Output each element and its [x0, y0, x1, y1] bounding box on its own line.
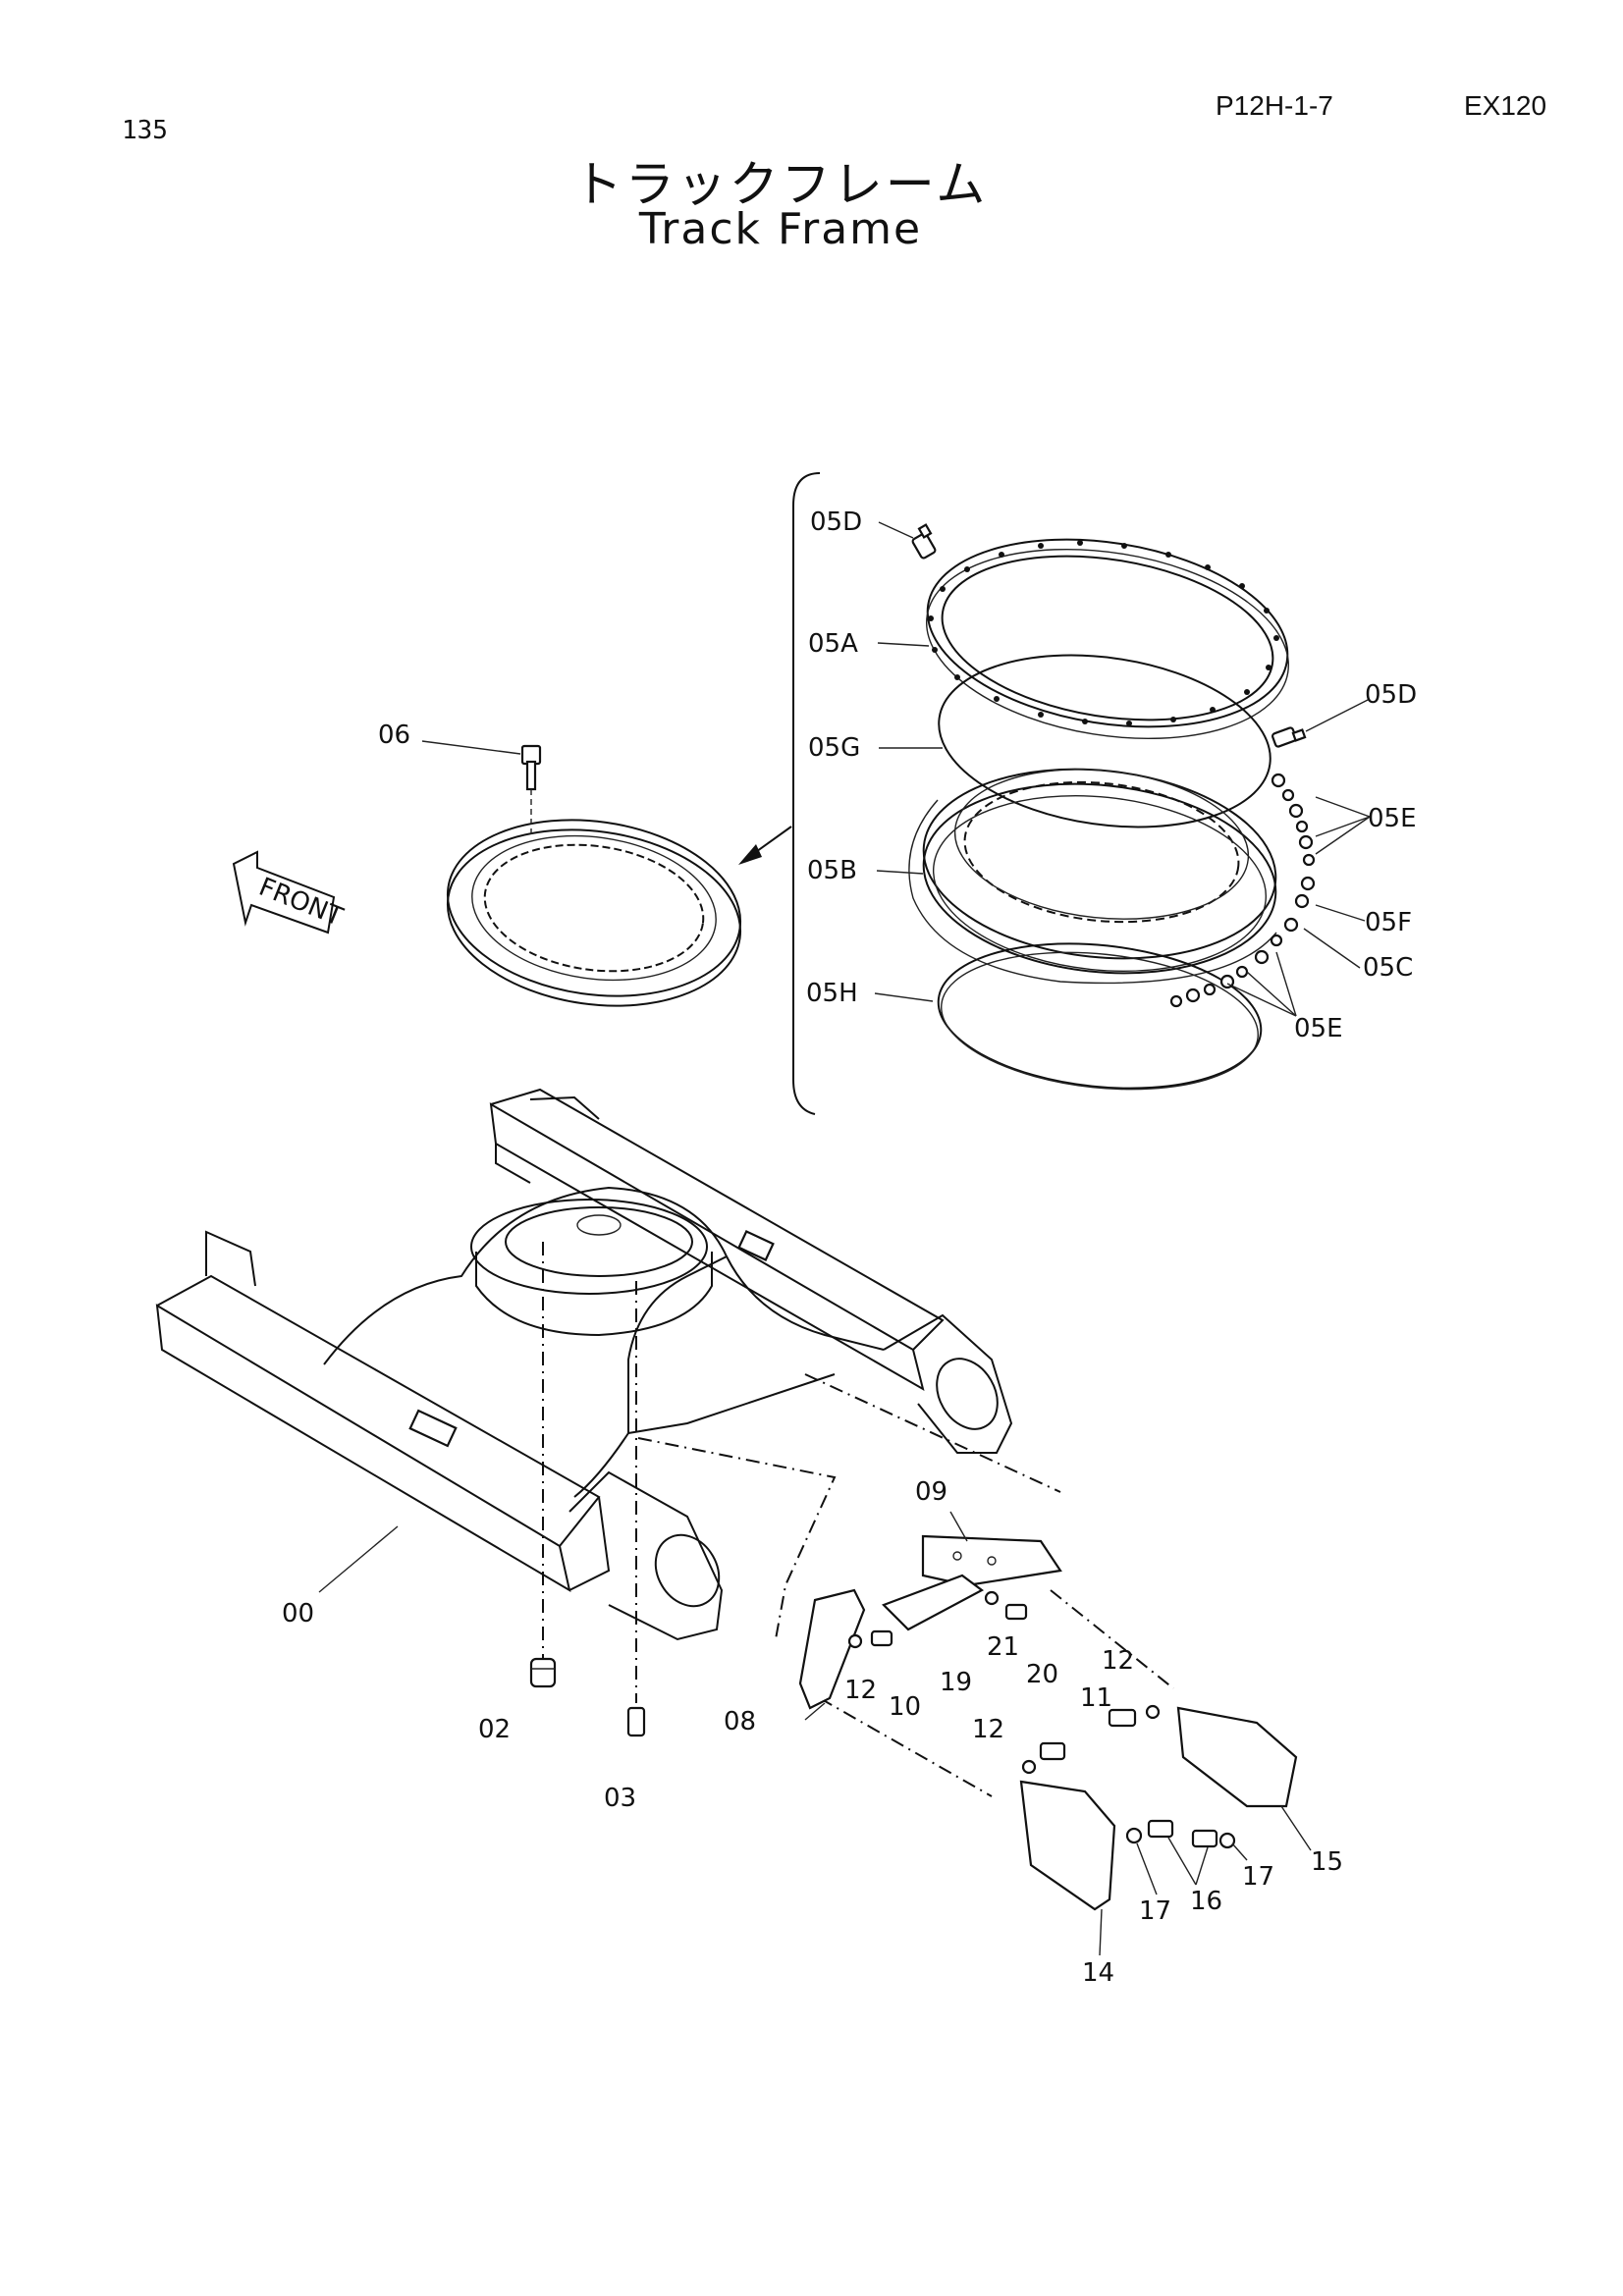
callout-17-a: 17 [1139, 1896, 1171, 1926]
callout-05g: 05G [808, 733, 860, 763]
model-code: EX120 [1464, 90, 1547, 121]
page-title-english: Track Frame [638, 204, 923, 254]
callout-05b: 05B [807, 856, 857, 885]
callout-05d-right: 05D [1365, 680, 1417, 710]
callout-12-b: 12 [1102, 1646, 1134, 1676]
grease-fitting-top [911, 523, 937, 560]
leader-lines [318, 521, 1371, 1956]
outer-race-ring [926, 538, 1289, 740]
seal-ring-05g [938, 654, 1271, 828]
callout-19: 19 [940, 1668, 972, 1697]
assembly-arrow [738, 826, 792, 865]
callout-05e-bottom: 05E [1294, 1014, 1343, 1043]
callout-11: 11 [1080, 1683, 1112, 1713]
callout-12-a: 12 [844, 1676, 877, 1705]
page-number: 135 [122, 116, 168, 145]
callout-16: 16 [1190, 1887, 1222, 1916]
callout-12-c: 12 [972, 1715, 1004, 1744]
group-bracket [792, 472, 821, 1115]
callout-06: 06 [378, 721, 410, 750]
callout-05f: 05F [1365, 908, 1412, 937]
callout-05h: 05H [806, 979, 858, 1008]
callout-labels: 05D 05A 05D 05G 05E 05B 05F 05C 05H 05E … [282, 507, 1417, 1988]
callout-00: 00 [282, 1599, 314, 1629]
page-title-japanese: トラックフレーム [572, 156, 989, 213]
document-code: P12H-1-7 [1216, 90, 1333, 121]
bolt-06 [520, 744, 542, 836]
callout-05e-top: 05E [1368, 804, 1417, 833]
fitting-03 [626, 1706, 646, 1737]
callout-21: 21 [987, 1632, 1019, 1662]
swing-ring-assembly [446, 819, 742, 1007]
callout-15: 15 [1311, 1847, 1343, 1877]
callout-10: 10 [889, 1692, 921, 1722]
front-direction-arrow: FRONT [232, 850, 347, 934]
callout-02: 02 [478, 1715, 511, 1744]
callout-09: 09 [915, 1477, 947, 1507]
callout-05a: 05A [808, 629, 858, 659]
callout-17-b: 17 [1242, 1862, 1274, 1892]
callout-05c: 05C [1363, 953, 1413, 983]
callout-14: 14 [1082, 1958, 1114, 1988]
guard-plates-group [637, 1373, 1298, 1911]
inner-race-gear [922, 768, 1277, 975]
seal-outline-05b [908, 799, 1277, 985]
callout-05d-top: 05D [810, 507, 862, 537]
swing-bearing-exploded [908, 523, 1316, 1091]
callout-20: 20 [1026, 1660, 1058, 1689]
seal-ring-05h [937, 942, 1263, 1091]
grease-fitting-right [1271, 726, 1307, 748]
callout-08: 08 [724, 1707, 756, 1736]
callout-03: 03 [604, 1784, 636, 1813]
plug-02 [529, 1657, 557, 1688]
track-frame-body [155, 1088, 1013, 1641]
bearing-balls [1169, 773, 1316, 1008]
